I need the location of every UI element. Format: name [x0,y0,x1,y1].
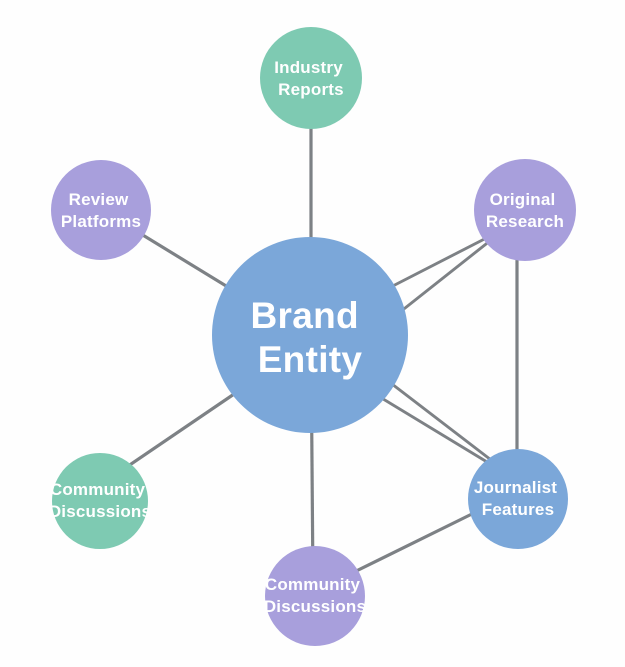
node-original-research [474,159,576,261]
edge-original-research-brand-entity-1 [384,229,501,292]
brand-entity-label: Brand Entity [251,295,370,380]
node-review-platforms [51,160,151,260]
label-group: Brand Entity Industry Reports Review Pla… [49,58,564,616]
journalist-features-label: Journalist Features [474,478,562,519]
community-discussions-left-label: Community Discussions [49,480,151,521]
edge-community-discussions-left-brand-entity [114,388,241,477]
node-group [51,27,576,646]
node-journalist-features [468,449,568,549]
review-platforms-label: Review Platforms [61,190,141,231]
node-industry-reports [260,27,362,129]
edge-journalist-features-brand-entity-1 [374,369,496,465]
edge-journalist-features-brand-entity-2 [369,389,493,467]
node-community-discussions-bottom [265,546,365,646]
original-research-label: Original Research [486,190,564,231]
node-brand-entity [212,237,408,433]
industry-reports-label: Industry Reports [274,58,348,99]
node-community-discussions-left [52,453,148,549]
community-discussions-bottom-label: Community Discussions [264,575,366,616]
edge-journalist-features-community-discussions-bottom [339,508,481,581]
